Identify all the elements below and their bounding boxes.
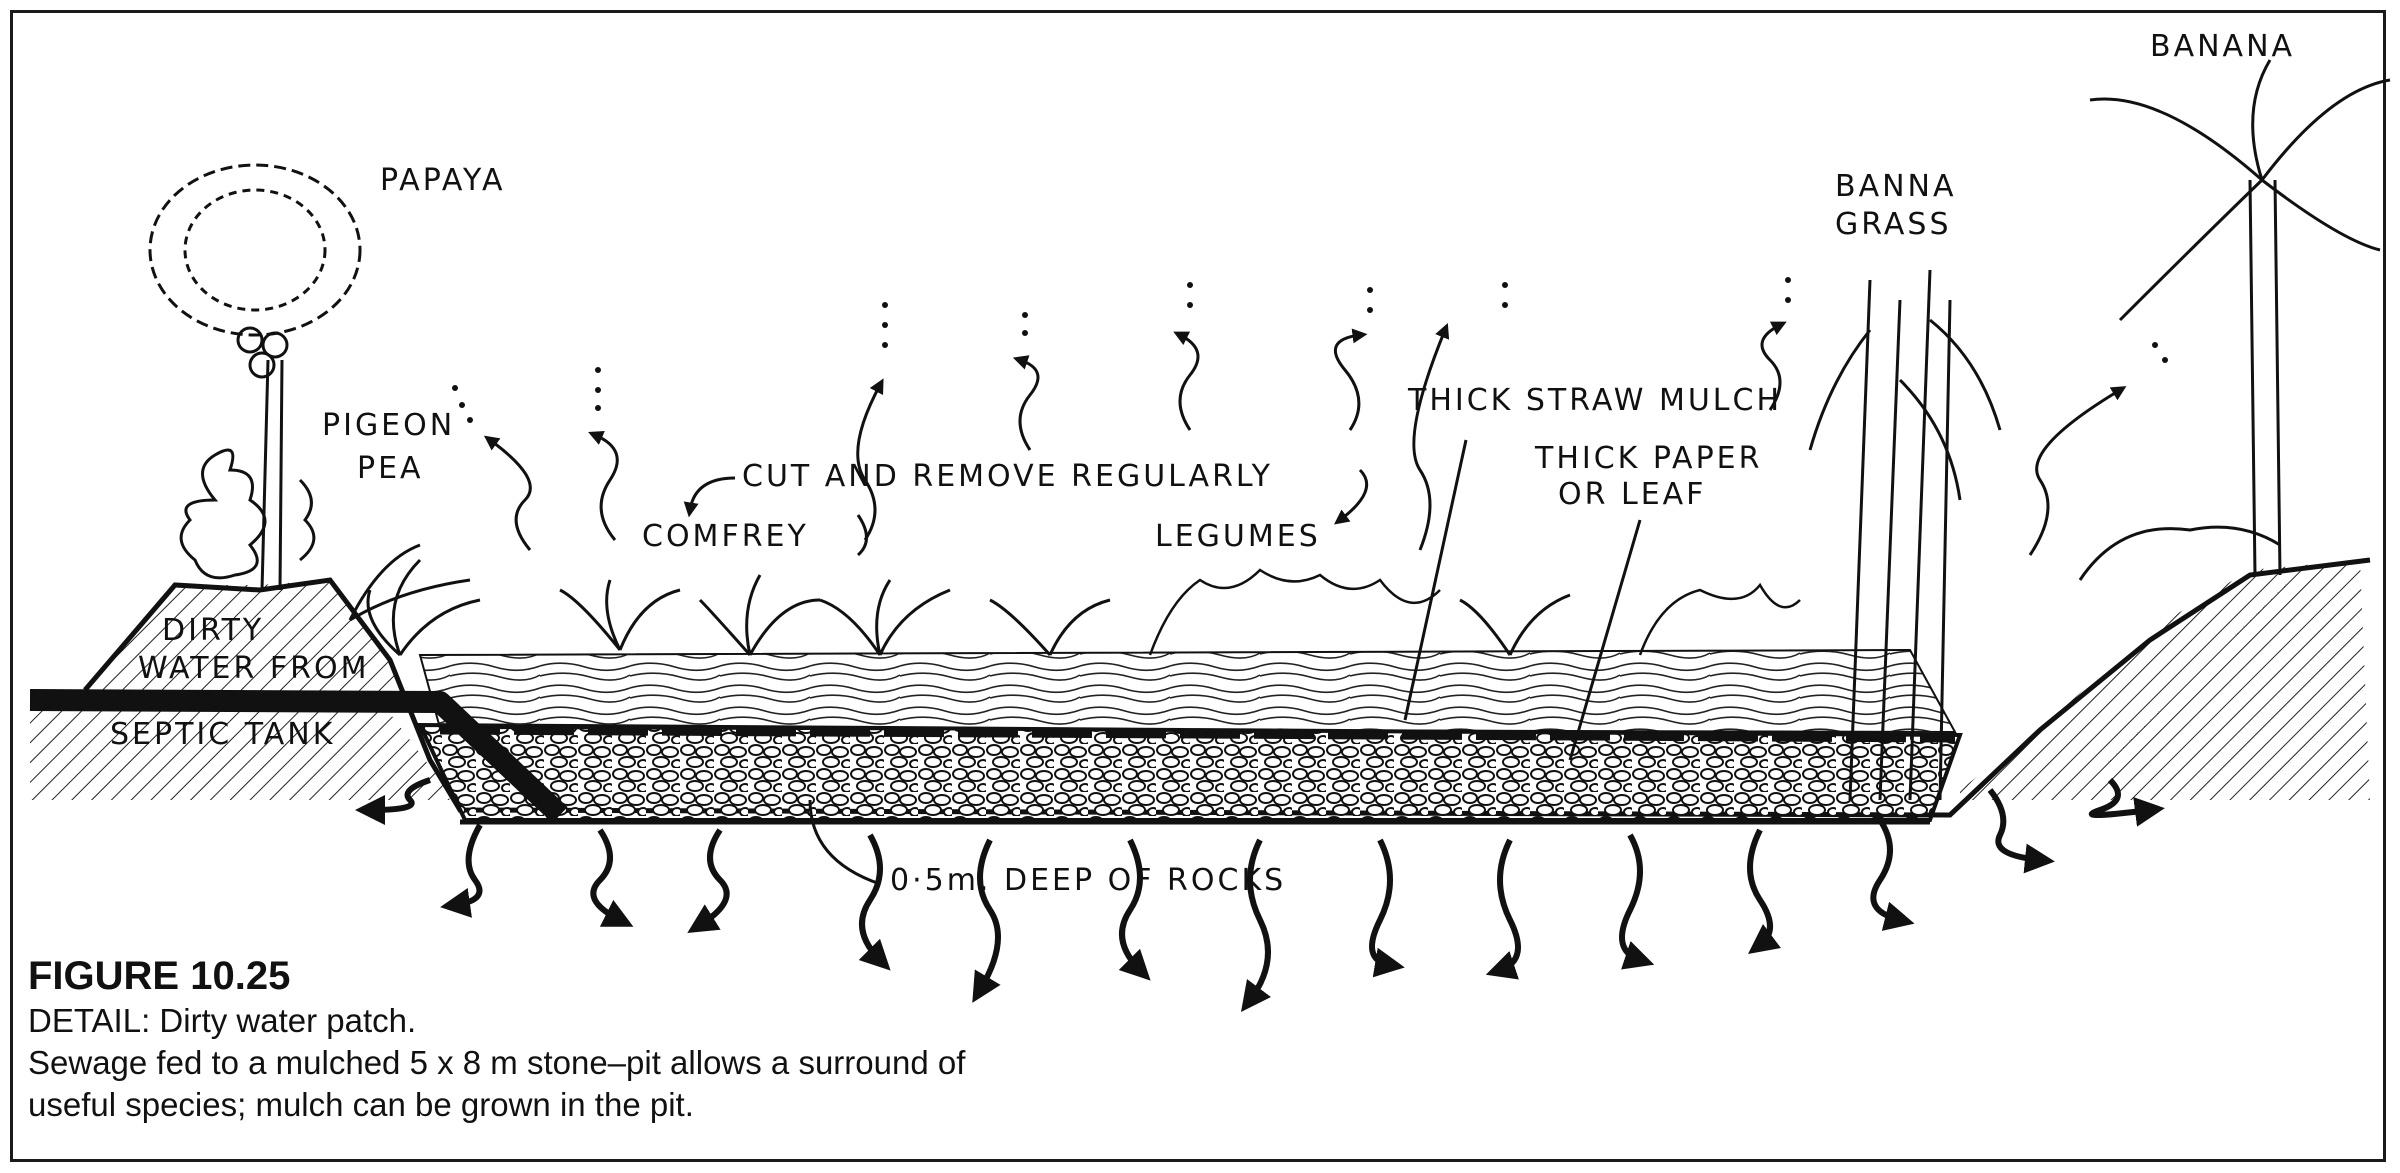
evaporation-dot [1187,302,1193,308]
evaporation-dot [1187,282,1193,288]
label-dirty-water-line1: DIRTY [162,613,264,648]
seepage-arrow [1118,838,1151,981]
label-banna-grass-line2: GRASS [1835,207,1951,242]
bank-shrubs [348,525,2281,622]
leader-lines [683,439,1642,886]
ground [30,557,2371,818]
seepage-arrow [355,777,431,825]
straw-mulch-leader [1403,439,1468,721]
label-pigeon-pea-line2: PEA [357,451,424,486]
septic-inflow-pipe [29,689,568,824]
evaporation-dot [2162,357,2168,363]
caption-title: FIGURE 10.25 [28,954,291,998]
label-cut-remove: CUT AND REMOVE REGULARLY [742,459,1273,494]
paper-leaf-leader [1568,519,1642,761]
caption-line-1: DETAIL: Dirty water patch. [28,1002,417,1039]
evaporation-dot [1502,302,1508,308]
label-banna-grass-line1: BANNA [1835,169,1957,204]
evaporation-dot [459,402,465,408]
label-comfrey: COMFREY [642,519,809,554]
evaporation-dot [882,302,888,308]
seepage-arrow [1619,833,1655,970]
evaporation-arrow [1173,331,1200,431]
figure-frame [10,10,2386,1162]
seepage-arrow [1369,838,1405,978]
seepage-arrow [440,823,483,918]
label-paper-leaf-line1: THICK PAPER [1534,441,1762,476]
label-pigeon-pea-line1: PIGEON [322,408,455,443]
right-bank-hatch [1960,560,2370,800]
seepage-arrow [972,838,1001,1003]
ground-line [83,557,2371,818]
evaporation-arrow [856,378,884,541]
comfrey-leader [856,514,868,557]
seepage-arrow [1987,788,2055,874]
evaporation-dot [882,342,888,348]
straw-mulch-layer [418,648,1957,734]
label-dirty-water-line2: WATER FROM [138,651,369,686]
evaporation-dot [452,385,458,391]
evaporation-dot [595,405,601,411]
mound-left-hatch [85,580,400,700]
figure-caption: FIGURE 10.25 DETAIL: Dirty water patch. … [28,952,1248,1126]
cut-remove-right-bracket [1334,468,1369,525]
pigeon-pea-shrub [179,448,316,580]
banna-grass [1808,269,2002,801]
rocks-leader [808,799,881,886]
evaporation-arrow [1760,321,1787,411]
evaporation-arrow [588,431,619,541]
evaporation-dot [595,387,601,393]
caption-line-2: Sewage fed to a mulched 5 x 8 m stone–pi… [28,1044,966,1081]
seepage-arrow [1485,838,1521,980]
evaporation-dot [1502,282,1508,288]
seepage-arrow [687,828,730,933]
evaporation-arrow [1412,323,1450,551]
stone-pit [416,648,1963,825]
label-septic-tank: SEPTIC TANK [110,717,335,752]
evaporation-dot [882,322,888,328]
evaporation-dot [1367,287,1373,293]
evaporation-dot [1785,297,1791,303]
label-straw-mulch: THICK STRAW MULCH [1407,383,1782,418]
evaporation-dot [2152,342,2158,348]
seepage-arrow [2088,777,2165,827]
left-ground-hatch [30,700,450,800]
evaporation-dot [1367,307,1373,313]
evaporation-arrow [1012,355,1040,451]
paper-leaf-layer [439,725,1956,743]
evaporation-arrows [483,321,2127,556]
comfrey-plants [366,558,1571,657]
seepage-arrow [1747,828,1782,955]
label-legumes: LEGUMES [1155,519,1321,554]
label-papaya: PAPAYA [380,163,506,198]
evaporation-arrow [2028,386,2127,556]
evaporation-dot [467,417,473,423]
banana-tree [2089,59,2391,576]
cut-remove-left-bracket [683,476,736,518]
evaporation-dot [1022,330,1028,336]
evaporation-dot [1022,312,1028,318]
legume-plants [1148,568,1801,656]
evaporation-dot [1785,277,1791,283]
label-rocks: 0·5m. DEEP OF ROCKS [890,863,1286,898]
seepage-arrow [590,828,634,927]
label-banana: BANANA [2150,29,2295,64]
evaporation-dots [452,277,2168,423]
seepage-arrow [1870,818,1915,931]
evaporation-arrow [483,435,532,551]
caption-line-3: useful species; mulch can be grown in th… [28,1086,694,1123]
seepage-arrow [858,833,891,971]
evaporation-dot [595,367,601,373]
seepage-arrow [1241,838,1271,1013]
evaporation-arrow [1334,328,1368,431]
seepage-arrows [355,777,2165,1013]
label-paper-leaf-line2: OR LEAF [1558,477,1706,512]
papaya-tree [148,163,362,591]
